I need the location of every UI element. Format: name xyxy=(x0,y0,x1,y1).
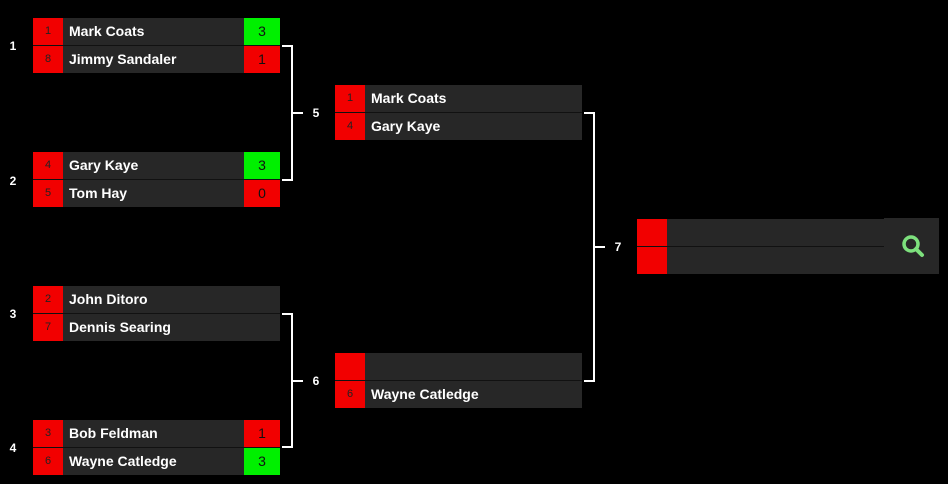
seed-badge: 4 xyxy=(33,152,63,179)
seed-badge: 6 xyxy=(335,381,365,408)
match-number-2: 2 xyxy=(9,174,17,188)
match-4-player-bottom[interactable]: 6 Wayne Catledge 3 xyxy=(33,448,280,475)
player-name: Tom Hay xyxy=(69,185,128,201)
score-box: 3 xyxy=(244,18,280,45)
match-7-player-top[interactable] xyxy=(637,219,884,247)
match-5-player-top[interactable]: 1 Mark Coats xyxy=(335,85,582,113)
seed-badge: 4 xyxy=(335,113,365,140)
score-box: 0 xyxy=(244,180,280,207)
match-4[interactable]: 3 Bob Feldman 1 6 Wayne Catledge 3 xyxy=(33,420,280,475)
match-6[interactable]: 6 Wayne Catledge xyxy=(335,353,582,408)
search-button[interactable] xyxy=(884,218,939,274)
match-number-6: 6 xyxy=(312,374,320,388)
player-name: Jimmy Sandaler xyxy=(69,51,177,67)
match-2-player-top[interactable]: 4 Gary Kaye 3 xyxy=(33,152,280,180)
match-1[interactable]: 1 Mark Coats 3 8 Jimmy Sandaler 1 xyxy=(33,18,280,73)
player-name: Dennis Searing xyxy=(69,319,171,335)
match-7-player-bottom[interactable] xyxy=(637,247,884,274)
seed-badge xyxy=(637,247,667,274)
match-7[interactable] xyxy=(637,219,884,274)
score-box: 3 xyxy=(244,448,280,475)
match-3[interactable]: 2 John Ditoro 7 Dennis Searing xyxy=(33,286,280,341)
match-1-player-top[interactable]: 1 Mark Coats 3 xyxy=(33,18,280,46)
match-5[interactable]: 1 Mark Coats 4 Gary Kaye xyxy=(335,85,582,140)
player-name: Gary Kaye xyxy=(69,157,139,173)
match-5-player-bottom[interactable]: 4 Gary Kaye xyxy=(335,113,582,140)
player-name: Bob Feldman xyxy=(69,425,158,441)
match-2-player-bottom[interactable]: 5 Tom Hay 0 xyxy=(33,180,280,207)
player-name: Gary Kaye xyxy=(371,118,441,134)
player-name: Wayne Catledge xyxy=(371,386,479,402)
match-number-5: 5 xyxy=(312,106,320,120)
bracket-connector-5-6 xyxy=(584,112,595,382)
seed-badge: 5 xyxy=(33,180,63,207)
player-name: Mark Coats xyxy=(69,23,145,39)
seed-badge: 2 xyxy=(33,286,63,313)
match-3-player-top[interactable]: 2 John Ditoro xyxy=(33,286,280,314)
player-name: Mark Coats xyxy=(371,90,447,106)
match-1-player-bottom[interactable]: 8 Jimmy Sandaler 1 xyxy=(33,46,280,73)
seed-badge: 8 xyxy=(33,46,63,73)
seed-badge: 6 xyxy=(33,448,63,475)
score-box: 3 xyxy=(244,152,280,179)
seed-badge: 1 xyxy=(335,85,365,112)
bracket-connector-stub xyxy=(595,246,605,248)
match-number-3: 3 xyxy=(9,307,17,321)
match-4-player-top[interactable]: 3 Bob Feldman 1 xyxy=(33,420,280,448)
seed-badge: 7 xyxy=(33,314,63,341)
player-name: John Ditoro xyxy=(69,291,148,307)
match-2[interactable]: 4 Gary Kaye 3 5 Tom Hay 0 xyxy=(33,152,280,207)
seed-badge: 3 xyxy=(33,420,63,447)
bracket-connector-stub xyxy=(293,112,303,114)
match-number-7: 7 xyxy=(614,240,622,254)
score-box: 1 xyxy=(244,420,280,447)
score-box: 1 xyxy=(244,46,280,73)
match-6-player-bottom[interactable]: 6 Wayne Catledge xyxy=(335,381,582,408)
seed-badge: 1 xyxy=(33,18,63,45)
match-number-4: 4 xyxy=(9,441,17,455)
seed-badge xyxy=(335,353,365,380)
match-number-1: 1 xyxy=(9,39,17,53)
magnifier-icon xyxy=(902,235,924,257)
bracket-connector-3-4 xyxy=(282,313,293,448)
match-3-player-bottom[interactable]: 7 Dennis Searing xyxy=(33,314,280,341)
player-name: Wayne Catledge xyxy=(69,453,177,469)
match-6-player-top[interactable] xyxy=(335,353,582,381)
bracket-connector-1-2 xyxy=(282,45,293,181)
seed-badge xyxy=(637,219,667,246)
bracket-connector-stub xyxy=(293,380,303,382)
